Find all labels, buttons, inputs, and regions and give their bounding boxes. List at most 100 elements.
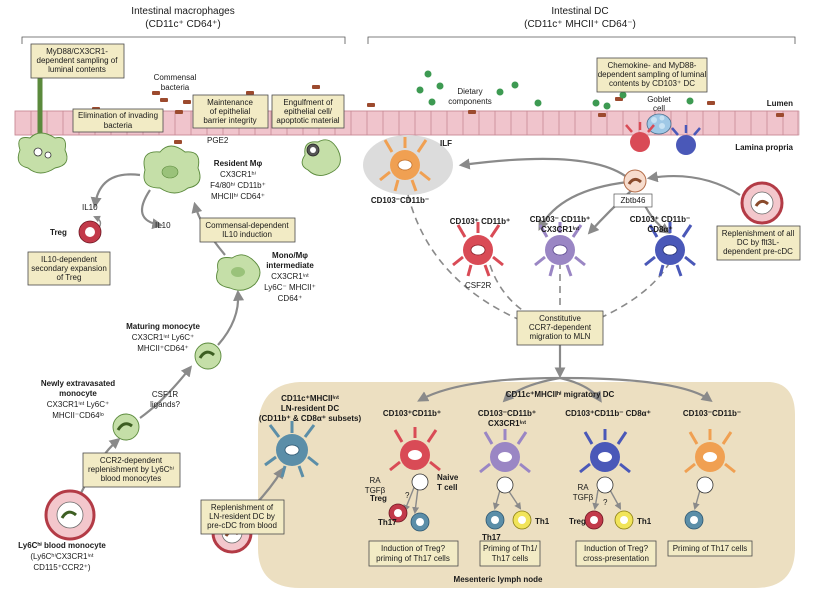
box-induction-treg-th17: Induction of Treg? priming of Th17 cells [368, 540, 459, 567]
svg-text:LN-resident DC: LN-resident DC [281, 404, 339, 413]
svg-text:MyD88/CX3CR1-: MyD88/CX3CR1- [46, 47, 108, 56]
bacterium [174, 140, 182, 144]
dietary-particle [534, 99, 542, 107]
il10-label-b: IL10 [155, 221, 171, 230]
label-newly-extravasated: Newly extravasated monocyte CX3CR1ⁱⁿᵗ Ly… [41, 379, 115, 420]
svg-text:Resident Mφ: Resident Mφ [214, 159, 263, 168]
svg-text:CD103⁻ CD11b⁺: CD103⁻ CD11b⁺ [530, 215, 590, 224]
goblet-label-2: cell [653, 104, 665, 113]
label-mln-cd103neg-cd11bneg: CD103⁻CD11b⁻ [683, 409, 741, 418]
bacterium [152, 91, 160, 95]
bacterium [160, 98, 168, 102]
svg-text:Th17 cells: Th17 cells [492, 554, 528, 563]
label-maturing-monocyte: Maturing monocyte CX3CR1ⁱⁿᵗ Ly6C⁺ MHCII⁺… [126, 322, 200, 353]
label-mln-cd103-cd11b: CD103⁺CD11b⁺ [383, 409, 441, 418]
svg-text:CX3CR1ⁱⁿᵗ Ly6C⁺: CX3CR1ⁱⁿᵗ Ly6C⁺ [47, 400, 110, 409]
bacterium [312, 85, 320, 89]
svg-text:CD64⁺: CD64⁺ [278, 294, 303, 303]
svg-text:of Treg: of Treg [57, 273, 82, 282]
svg-text:Th17: Th17 [482, 533, 501, 542]
box-myd88: MyD88/CX3CR1- dependent sampling of lumi… [30, 43, 125, 79]
label-mln-cd103-cd8: CD103⁺CD11b⁻ CD8α⁺ [565, 409, 651, 418]
svg-text:?: ? [603, 498, 608, 507]
dietary-particle [511, 81, 519, 89]
commensal-label-1: Commensal [154, 73, 197, 82]
svg-text:Naive: Naive [437, 473, 459, 482]
dietary-particle [416, 86, 424, 94]
box-commensal-il10: Commensal-dependent IL10 induction [199, 217, 296, 243]
svg-text:contents by CD103⁺ DC: contents by CD103⁺ DC [609, 79, 695, 88]
box-priming-th1-th17: Priming of Th1/ Th17 cells [479, 540, 541, 567]
bacterium [615, 97, 623, 101]
lumen-label: Lumen [767, 99, 793, 108]
svg-text:F4/80ʰⁱ CD11b⁺: F4/80ʰⁱ CD11b⁺ [210, 181, 266, 190]
label-mln-cd103neg-cd11b: CD103⁻CD11b⁺ CX3CR1ⁱⁿᵗ [478, 409, 536, 428]
svg-text:RA: RA [577, 483, 589, 492]
svg-text:MHCIIʰⁱ CD64⁺: MHCIIʰⁱ CD64⁺ [211, 192, 265, 201]
dc-bracket [367, 36, 796, 44]
svg-text:CCR7-dependent: CCR7-dependent [529, 323, 592, 332]
dietary-label-1: Dietary [457, 87, 482, 96]
zbtb46-badge: Zbtb46 [613, 193, 653, 208]
dietary-label-2: components [448, 97, 492, 106]
commensal-bacteria [92, 85, 784, 159]
svg-text:bacteria: bacteria [104, 121, 133, 130]
svg-text:Induction of Treg?: Induction of Treg? [584, 544, 649, 553]
dc-mln-orange [684, 429, 736, 474]
svg-text:monocyte: monocyte [59, 389, 97, 398]
svg-text:dependent sampling of luminal: dependent sampling of luminal [598, 70, 707, 79]
migratory-dc-label: CD11c⁺MHCIIʰⁱ migratory DC [506, 389, 615, 399]
dietary-particle [592, 99, 600, 107]
treg-cell [78, 220, 102, 244]
svg-text:barrier integrity: barrier integrity [203, 116, 256, 125]
svg-text:CX3CR1ⁱⁿᵗ: CX3CR1ⁱⁿᵗ [488, 418, 526, 428]
svg-text:Priming of Th1/: Priming of Th1/ [483, 544, 538, 553]
label-ln-resident: CD11c⁺MHCIIⁱⁿᵗ LN-resident DC (CD11b⁺ & … [259, 393, 362, 423]
pre-cdc-zbtb46 [623, 169, 647, 193]
dc-mln-red [389, 427, 441, 472]
dietary-particle [436, 82, 444, 90]
svg-text:of epithelial: of epithelial [210, 107, 251, 116]
dietary-particle [619, 91, 627, 99]
mln-label: Mesenteric lymph node [454, 575, 543, 584]
bacterium [598, 113, 606, 117]
svg-text:RA: RA [369, 476, 381, 485]
svg-text:Replenishment of all: Replenishment of all [722, 229, 795, 238]
svg-text:CX3CR1ʰⁱ: CX3CR1ʰⁱ [220, 170, 256, 179]
svg-text:Replenishment of: Replenishment of [211, 503, 274, 512]
svg-text:apoptotic material: apoptotic material [276, 116, 339, 125]
dietary-particle [428, 98, 436, 106]
dc-ilf-orange [379, 137, 431, 192]
svg-text:Elimination of invading: Elimination of invading [78, 111, 158, 120]
box-engulfment: Engulfment of epithelial cell/ apoptotic… [271, 94, 345, 129]
goblet-cell [646, 113, 672, 135]
bacterium [246, 91, 254, 95]
svg-text:dependent sampling of: dependent sampling of [37, 56, 119, 65]
svg-text:CX3CR1ⁱⁿᵗ Ly6C⁺: CX3CR1ⁱⁿᵗ Ly6C⁺ [132, 333, 195, 342]
box-il10-expansion: IL10-dependent secondary expansion of Tr… [27, 251, 111, 286]
svg-text:CD8α⁺: CD8α⁺ [647, 225, 672, 234]
svg-text:CD115⁺CCR2⁺): CD115⁺CCR2⁺) [33, 563, 91, 572]
csf1r-label-1: CSF1R [152, 390, 178, 399]
pre-cdc-blood [740, 181, 784, 225]
svg-text:T cell: T cell [437, 483, 457, 492]
svg-text:migration to MLN: migration to MLN [530, 332, 591, 341]
svg-text:Maintenance: Maintenance [207, 98, 253, 107]
svg-text:LN-resident DC by: LN-resident DC by [209, 512, 275, 521]
bacterium [183, 100, 191, 104]
bacterium [175, 110, 183, 114]
pge2-label: PGE2 [207, 136, 229, 145]
dietary-particle [496, 88, 504, 96]
lamina-propria-label: Lamina propria [735, 143, 793, 152]
svg-text:replenishment by Ly6Cʰⁱ: replenishment by Ly6Cʰⁱ [88, 465, 174, 474]
label-lp-cd103-cd8: CD103⁺ CD11b⁻ CD8α⁺ [630, 215, 690, 234]
box-elimination: Elimination of invading bacteria [72, 108, 164, 133]
svg-text:Ly6C⁻ MHCII⁺: Ly6C⁻ MHCII⁺ [264, 283, 316, 292]
dc-mln-blue [579, 429, 631, 474]
box-barrier: Maintenance of epithelial barrier integr… [192, 94, 269, 129]
label-lp-cd103neg-cd11bneg: CD103⁻CD11b⁻ [371, 196, 429, 205]
treg-label: Treg [50, 228, 67, 237]
dietary-components [416, 70, 694, 110]
goblet-label-1: Goblet [647, 95, 671, 104]
label-mono-intermediate: Mono/Mφ intermediate CX3CR1ⁱⁿᵗ Ly6C⁻ MHC… [264, 251, 316, 303]
